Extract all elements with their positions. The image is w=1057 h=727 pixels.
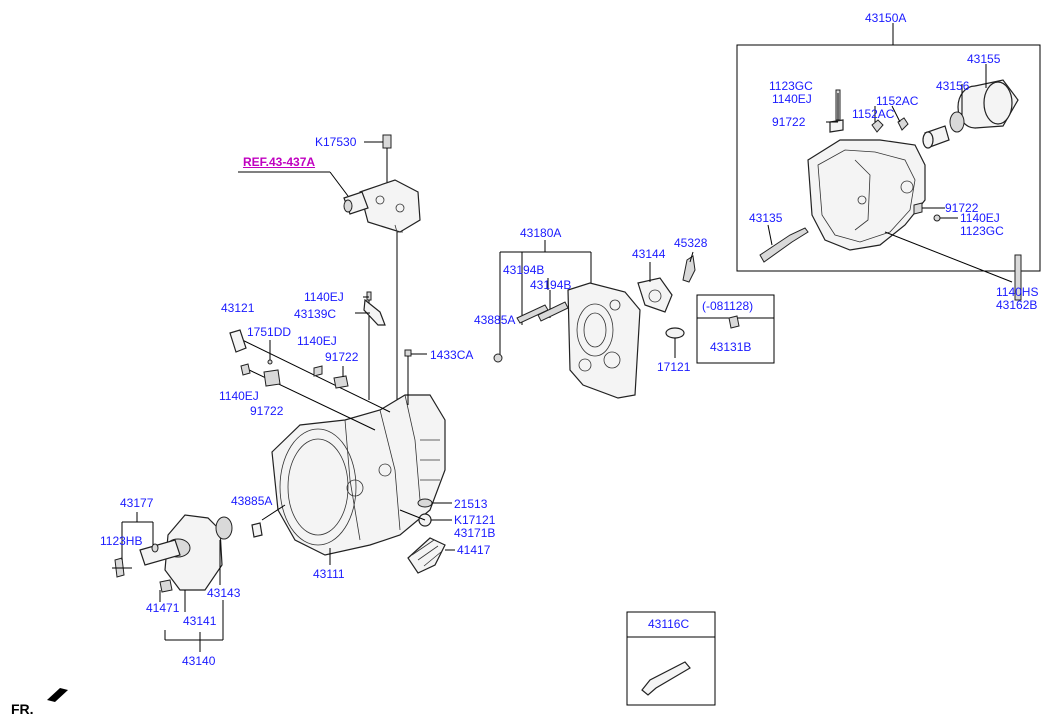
label-1152AC-a: 1152AC xyxy=(876,94,919,108)
label-41471: 41471 xyxy=(146,601,180,615)
part-43131B-frame xyxy=(696,294,775,364)
label-43194B-a: 43194B xyxy=(503,263,545,277)
label-1140EJ-d: 1140EJ xyxy=(297,334,337,348)
gasket-43135-drawing xyxy=(759,227,809,263)
label-17121: 17121 xyxy=(657,360,691,374)
label-081128: (-081128) xyxy=(702,299,754,313)
bolt-1140HS-drawing xyxy=(1014,254,1022,301)
label-K17121: K17121 xyxy=(454,513,496,527)
label-1140EJ-e: 1140EJ xyxy=(219,389,259,403)
label-1123GC-b: 1123GC xyxy=(960,224,1004,238)
transmission-case-drawing xyxy=(271,394,446,556)
label-21513: 21513 xyxy=(454,497,488,511)
label-43194B-b: 43194B xyxy=(530,278,572,292)
label-45328: 45328 xyxy=(674,236,708,250)
label-43155: 43155 xyxy=(967,52,1001,66)
shift-control-drawing xyxy=(343,179,421,233)
label-91722-b: 91722 xyxy=(945,201,979,215)
label-43139C: 43139C xyxy=(294,307,337,321)
bushing-43156-drawing xyxy=(949,111,965,133)
label-43144: 43144 xyxy=(632,247,666,261)
label-1152AC-b: 1152AC xyxy=(852,107,895,121)
label-91722-c: 91722 xyxy=(325,350,359,364)
plate-43144-drawing xyxy=(637,277,673,313)
label-1140HS: 1140HS xyxy=(996,285,1039,299)
label-43143: 43143 xyxy=(207,586,241,600)
seal-43143-drawing xyxy=(215,516,233,540)
sleeve-drawing xyxy=(922,125,950,149)
label-1123GC-a: 1123GC xyxy=(769,79,813,93)
label-43135: 43135 xyxy=(749,211,783,225)
label-43885A-b: 43885A xyxy=(231,494,273,508)
label-43131B: 43131B xyxy=(710,340,752,354)
label-41417: 41417 xyxy=(457,543,491,557)
extension-housing-group-frame xyxy=(736,44,1041,272)
label-43140: 43140 xyxy=(182,654,216,668)
label-43121: 43121 xyxy=(221,301,255,315)
front-cover-drawing xyxy=(139,514,223,591)
sealant-tube-drawing xyxy=(641,661,691,696)
label-43150A: 43150A xyxy=(865,11,907,25)
label-43116C: 43116C xyxy=(648,617,690,631)
label-1751DD: 1751DD xyxy=(247,325,292,339)
reference-link[interactable]: REF.43-437A xyxy=(243,155,316,169)
label-1140EJ-b: 1140EJ xyxy=(960,211,1000,225)
label-K17530: K17530 xyxy=(315,135,357,149)
label-91722-a: 91722 xyxy=(772,115,806,129)
label-1123HB: 1123HB xyxy=(100,534,143,548)
label-43180A: 43180A xyxy=(520,226,562,240)
center-case-drawing xyxy=(567,282,641,399)
seal-43155-drawing xyxy=(957,79,1019,129)
label-43885A-a: 43885A xyxy=(474,313,516,327)
label-43141: 43141 xyxy=(183,614,217,628)
boot-41417-drawing xyxy=(407,537,446,574)
label-43111: 43111 xyxy=(313,567,345,581)
label-43156: 43156 xyxy=(936,79,970,93)
label-1140EJ-a: 1140EJ xyxy=(772,92,812,106)
extension-housing-drawing xyxy=(807,139,926,251)
label-91722-d: 91722 xyxy=(250,404,284,418)
label-43171B: 43171B xyxy=(454,526,496,540)
label-1140EJ-c: 1140EJ xyxy=(304,290,344,304)
label-43162B: 43162B xyxy=(996,298,1038,312)
front-arrow-icon xyxy=(47,688,68,702)
label-43177: 43177 xyxy=(120,496,154,510)
label-1433CA: 1433CA xyxy=(430,348,474,362)
part-43116C-frame xyxy=(626,611,716,706)
front-marker: FR. xyxy=(11,701,34,717)
